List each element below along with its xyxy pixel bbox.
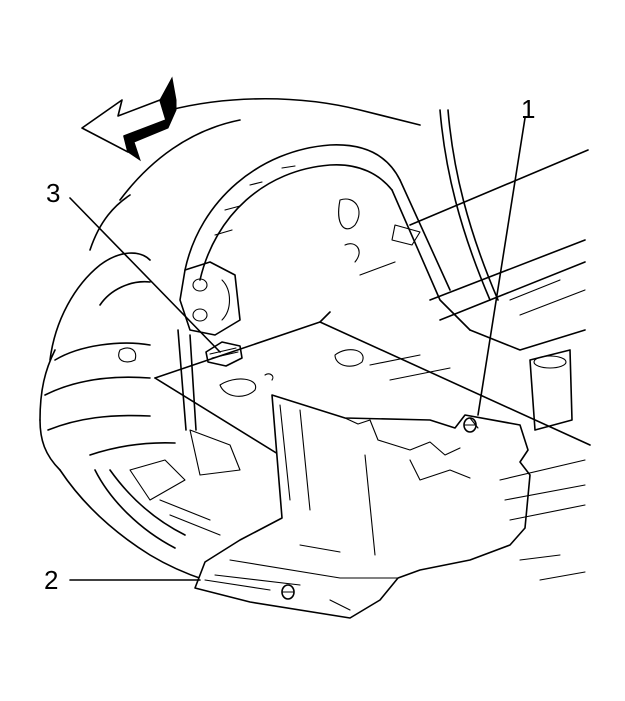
underbody bbox=[129, 349, 586, 581]
callout-1: 1 bbox=[521, 94, 536, 124]
leader-line-1 bbox=[477, 117, 526, 416]
quarter-panel bbox=[409, 109, 589, 321]
push-pin-fastener bbox=[281, 417, 479, 600]
leader-line-3 bbox=[69, 197, 221, 353]
splash-shield bbox=[194, 394, 531, 619]
side-bracket bbox=[177, 261, 241, 431]
callout-2: 2 bbox=[44, 565, 59, 595]
direction-arrow-icon bbox=[81, 76, 177, 162]
bumper-fascia bbox=[39, 97, 421, 581]
wheelhouse bbox=[184, 144, 471, 331]
callout-3: 3 bbox=[46, 178, 61, 208]
